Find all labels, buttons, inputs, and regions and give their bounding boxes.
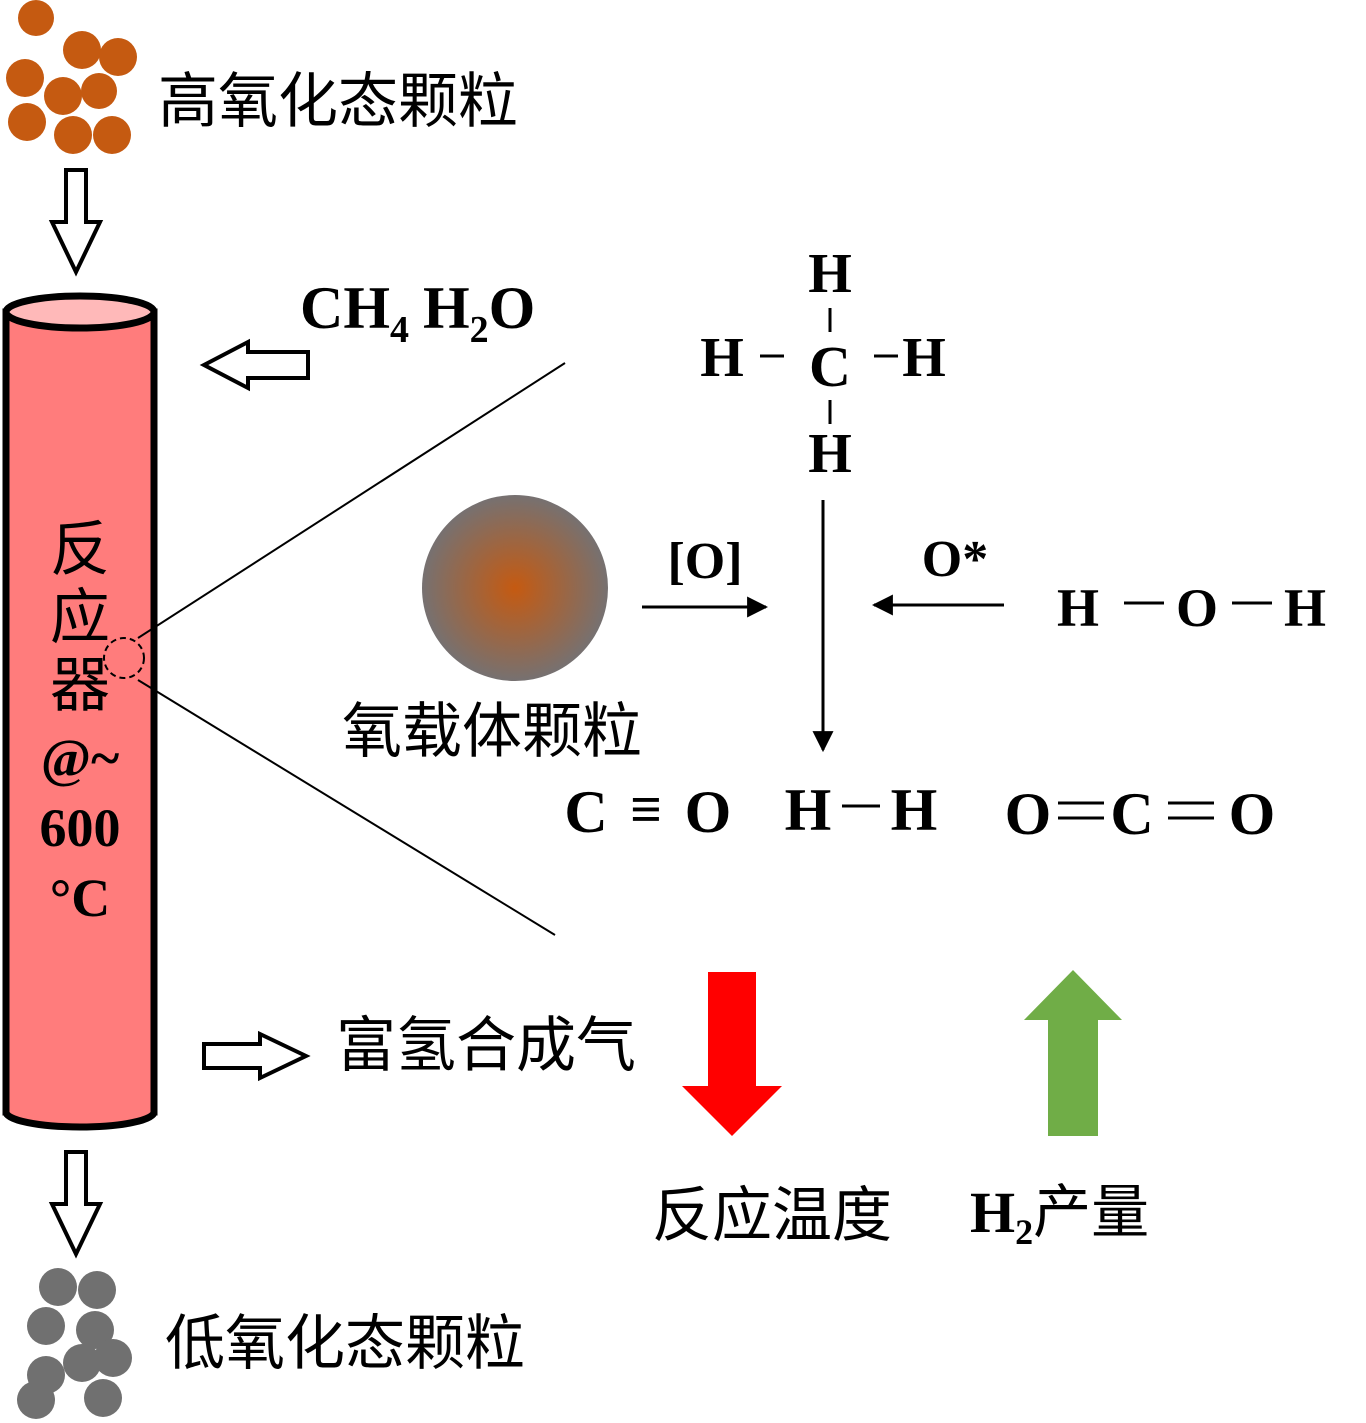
lattice-oxygen-label: [O] (667, 533, 742, 590)
h2-yield-h: H (970, 1180, 1015, 1245)
h2-h2: H (891, 777, 938, 843)
water-o: O (1176, 578, 1218, 638)
water-h2: H (1284, 578, 1326, 638)
co2-c: C (1110, 781, 1153, 847)
co2-o2: O (1229, 781, 1276, 847)
zoom-line-upper (137, 362, 566, 639)
ch4-sub: 4 (390, 309, 409, 351)
zoom-region-marker (103, 637, 145, 679)
low-oxidation-particle (76, 1311, 114, 1349)
h2-yield-label: H2产量 (970, 1178, 1149, 1252)
high-oxidation-particle (8, 103, 46, 141)
feed-gas-arrow (199, 338, 310, 392)
water-h1: H (1057, 578, 1099, 638)
h2-yield-increase-arrow (1024, 970, 1122, 1136)
high-oxidation-particle (54, 116, 92, 154)
high-oxidation-label: 高氧化态颗粒 (158, 67, 518, 137)
high-oxidation-particle (99, 38, 137, 76)
reactor-temp-prefix: @~ (41, 728, 119, 788)
low-oxidation-particle (17, 1381, 55, 1419)
low-oxidation-particle (27, 1307, 65, 1345)
reactor-temp-unit: °C (50, 868, 111, 928)
oxygen-carrier-particle (422, 495, 608, 681)
high-oxidation-particle (81, 73, 117, 109)
methane-h-left: H (700, 327, 744, 389)
low-oxidation-particle (84, 1379, 122, 1417)
high-oxidation-particle (44, 77, 82, 115)
low-oxidation-particle (63, 1344, 101, 1382)
temperature-decrease-arrow (682, 972, 782, 1136)
reactor-top (2, 292, 158, 332)
products: C ≡ O H H O C O (564, 777, 1275, 847)
water-structure: H O H (1057, 578, 1326, 638)
oxygen-carrier-label: 氧载体颗粒 (342, 697, 642, 767)
reactor (2, 292, 158, 1131)
reactor-label-char: 器 (50, 651, 110, 721)
h2o-o: O (489, 275, 536, 341)
reactor-body-fill (9, 312, 151, 1112)
methane-structure: H H C H H (700, 243, 946, 485)
h2-yield-sub: 2 (1015, 1212, 1033, 1252)
active-oxygen-label: O* (922, 531, 988, 588)
h2o-h: H (423, 275, 470, 341)
methane-h-top: H (808, 243, 852, 305)
feed-in-arrow (48, 168, 104, 277)
reaction-temperature-label: 反应温度 (652, 1181, 892, 1251)
h2-h1: H (785, 777, 832, 843)
methane-c: C (809, 334, 851, 399)
co-triple-bond: ≡ (630, 779, 662, 841)
reactor-label-char: 应 (50, 583, 110, 653)
high-oxidation-particle-cluster (6, 0, 137, 154)
low-oxidation-particle-cluster (17, 1268, 132, 1419)
low-oxidation-particle (39, 1268, 77, 1306)
ch4-main: CH (300, 275, 390, 341)
h2o-sub: 2 (470, 309, 489, 351)
low-oxidation-particle (78, 1271, 116, 1309)
particles-out-arrow (48, 1150, 104, 1259)
high-oxidation-particle (93, 116, 131, 154)
methane-h-right: H (902, 327, 946, 389)
co-c: C (564, 779, 607, 845)
syngas-out-arrow (202, 1030, 311, 1082)
reactor-temp-value: 600 (40, 798, 121, 858)
zoom-line-lower (137, 679, 556, 936)
high-oxidation-particle (18, 0, 54, 36)
low-oxidation-label: 低氧化态颗粒 (165, 1309, 525, 1379)
co2-o1: O (1005, 781, 1052, 847)
high-oxidation-particle (6, 59, 44, 97)
methane-h-bottom: H (808, 423, 852, 485)
reactor-label-char: 反 (50, 515, 110, 585)
co-o: O (685, 779, 732, 845)
high-oxidation-particle (63, 31, 101, 69)
low-oxidation-particle (94, 1339, 132, 1377)
h2-yield-rest: 产量 (1033, 1178, 1149, 1246)
syngas-label: 富氢合成气 (336, 1011, 636, 1081)
